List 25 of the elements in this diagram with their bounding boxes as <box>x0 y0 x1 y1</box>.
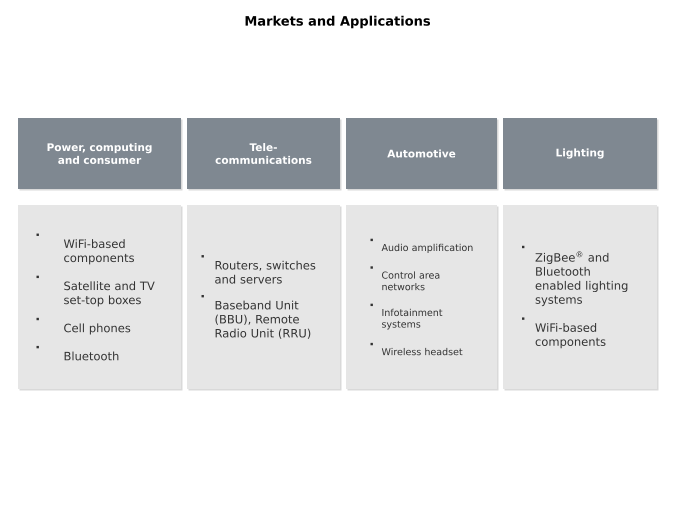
application-panel <box>503 205 658 390</box>
application-panel <box>346 205 498 390</box>
application-panel <box>187 205 342 390</box>
bullet-item: Control area networks <box>370 266 440 290</box>
category-header <box>346 118 498 190</box>
bullet-item: WiFi-based components <box>522 317 606 348</box>
header-text: Tele- communications <box>216 143 312 164</box>
bullet-item: Bluetooth <box>36 346 118 360</box>
header-text: Automotive <box>387 149 456 158</box>
category-header <box>187 118 342 190</box>
bullet-item: Wireless headset <box>370 342 462 356</box>
category-header <box>503 118 658 190</box>
bullet-item: Cell phones <box>36 318 130 335</box>
bullet-item: Routers, switches and servers <box>202 255 316 284</box>
title: Markets and Applications <box>246 16 430 28</box>
bullet-item: ZigBee$^{®}$ and Bluetooth enabled lighting systems <box>522 246 628 306</box>
bullet-item: Infotainment systems <box>370 304 442 330</box>
bullet-item: Baseband Unit (BBU), Remote Radio Unit (RRU) <box>202 294 310 339</box>
header-text: Lighting <box>556 148 604 159</box>
bullet-item: Audio amplification <box>370 238 472 253</box>
application-panel <box>18 205 182 390</box>
bullet-item: WiFi-based components <box>36 234 134 264</box>
category-header <box>18 118 182 190</box>
bullet-item: Satellite and TV set-top boxes <box>36 276 155 306</box>
header-text: Power, computing and consumer <box>48 143 152 164</box>
